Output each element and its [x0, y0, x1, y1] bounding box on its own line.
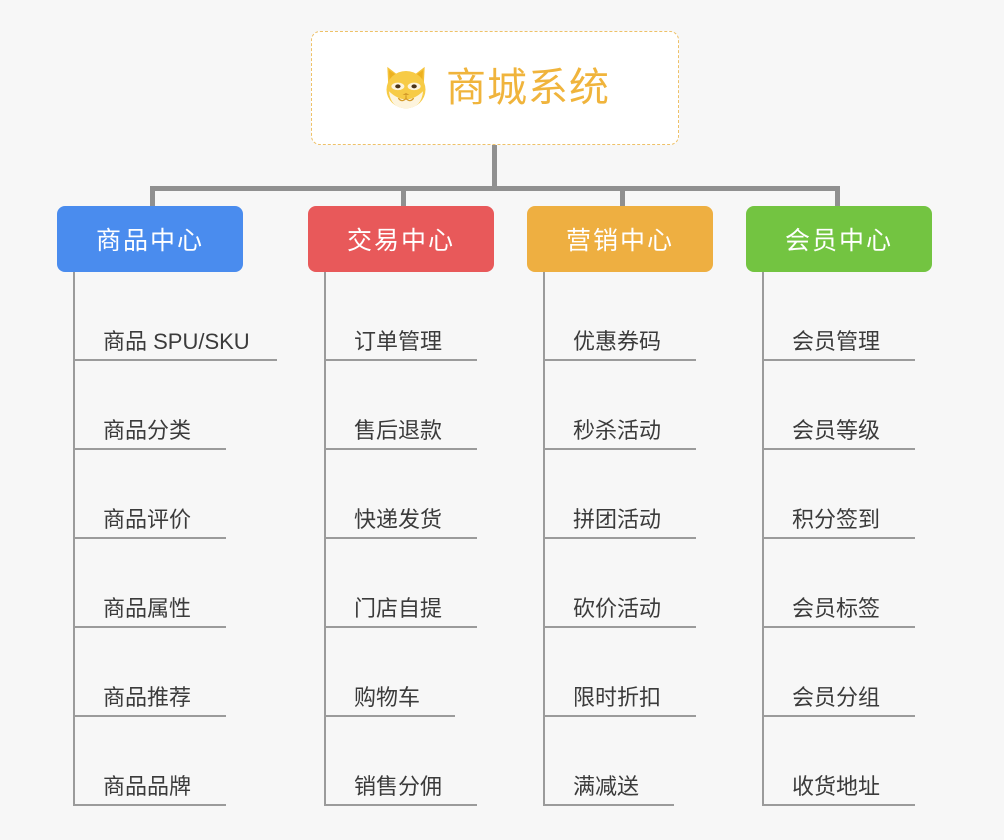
leaf-underline [543, 626, 696, 628]
leaf-label: 商品评价 [103, 507, 192, 532]
leaf-item[interactable]: 砍价活动 [527, 539, 747, 628]
leaf-label: 门店自提 [354, 596, 443, 621]
leaf-label: 限时折扣 [573, 685, 662, 710]
root-node[interactable]: 商城系统 [311, 31, 679, 145]
leaf-underline [762, 537, 915, 539]
leaf-label: 售后退款 [354, 418, 443, 443]
leaf-label: 订单管理 [354, 329, 443, 354]
leaf-list: 会员管理会员等级积分签到会员标签会员分组收货地址 [746, 272, 966, 806]
leaf-underline [762, 626, 915, 628]
leaf-item[interactable]: 限时折扣 [527, 628, 747, 717]
leaf-item[interactable]: 积分签到 [746, 450, 966, 539]
leaf-underline [73, 715, 226, 717]
leaf-list: 订单管理售后退款快递发货门店自提购物车销售分佣 [308, 272, 528, 806]
leaf-item[interactable]: 会员标签 [746, 539, 966, 628]
leaf-underline [324, 715, 455, 717]
leaf-item[interactable]: 商品分类 [57, 361, 277, 450]
leaf-label: 商品推荐 [103, 685, 192, 710]
leaf-list: 商品 SPU/SKU 商品分类商品评价商品属性商品推荐商品品牌 [57, 272, 277, 806]
leaf-label: 优惠券码 [573, 329, 662, 354]
category-spine [324, 272, 326, 806]
leaf-label: 会员管理 [792, 329, 881, 354]
category-header[interactable]: 交易中心 [308, 206, 494, 272]
leaf-underline [73, 626, 226, 628]
leaf-item[interactable]: 订单管理 [308, 272, 528, 361]
leaf-item[interactable]: 商品属性 [57, 539, 277, 628]
leaf-label: 会员标签 [792, 596, 881, 621]
leaf-underline [762, 448, 915, 450]
leaf-underline [324, 537, 477, 539]
leaf-item[interactable]: 商品 SPU/SKU [57, 272, 277, 361]
leaf-label: 积分签到 [792, 507, 881, 532]
leaf-underline [324, 804, 477, 806]
leaf-item[interactable]: 商品品牌 [57, 717, 277, 806]
category-column: 营销中心优惠券码秒杀活动拼团活动砍价活动限时折扣满减送 [527, 206, 747, 806]
leaf-underline [324, 359, 477, 361]
connector-drop-1 [401, 186, 406, 208]
leaf-underline [543, 359, 696, 361]
leaf-item[interactable]: 会员管理 [746, 272, 966, 361]
leaf-item[interactable]: 售后退款 [308, 361, 528, 450]
category-spine [543, 272, 545, 806]
leaf-item[interactable]: 拼团活动 [527, 450, 747, 539]
leaf-item[interactable]: 会员分组 [746, 628, 966, 717]
leaf-item[interactable]: 收货地址 [746, 717, 966, 806]
shiba-inu-dog-icon [386, 66, 426, 110]
category-header[interactable]: 商品中心 [57, 206, 243, 272]
leaf-label: 秒杀活动 [573, 418, 662, 443]
leaf-item[interactable]: 门店自提 [308, 539, 528, 628]
leaf-label: 商品 SPU/SKU [103, 329, 250, 354]
leaf-item[interactable]: 购物车 [308, 628, 528, 717]
category-column: 交易中心订单管理售后退款快递发货门店自提购物车销售分佣 [308, 206, 528, 806]
leaf-item[interactable]: 销售分佣 [308, 717, 528, 806]
leaf-underline [543, 448, 696, 450]
connector-drop-2 [620, 186, 625, 208]
category-header[interactable]: 营销中心 [527, 206, 713, 272]
leaf-underline [543, 804, 674, 806]
leaf-underline [73, 537, 226, 539]
leaf-label: 商品分类 [103, 418, 192, 443]
leaf-label: 满减送 [573, 774, 640, 799]
leaf-underline [762, 804, 915, 806]
leaf-item[interactable]: 优惠券码 [527, 272, 747, 361]
leaf-label: 商品属性 [103, 596, 192, 621]
leaf-item[interactable]: 商品推荐 [57, 628, 277, 717]
leaf-underline [324, 626, 477, 628]
leaf-underline [73, 359, 277, 361]
leaf-underline [324, 448, 477, 450]
leaf-item[interactable]: 会员等级 [746, 361, 966, 450]
connector-drop-3 [835, 186, 840, 208]
leaf-underline [73, 448, 226, 450]
leaf-item[interactable]: 商品评价 [57, 450, 277, 539]
leaf-item[interactable]: 秒杀活动 [527, 361, 747, 450]
leaf-underline [543, 537, 696, 539]
leaf-list: 优惠券码秒杀活动拼团活动砍价活动限时折扣满减送 [527, 272, 747, 806]
category-header[interactable]: 会员中心 [746, 206, 932, 272]
leaf-label: 购物车 [354, 685, 421, 710]
leaf-label: 收货地址 [792, 774, 881, 799]
leaf-label: 拼团活动 [573, 507, 662, 532]
leaf-label: 会员等级 [792, 418, 881, 443]
leaf-underline [73, 804, 226, 806]
root-title: 商城系统 [446, 66, 610, 110]
category-spine [762, 272, 764, 806]
leaf-label: 会员分组 [792, 685, 881, 710]
leaf-item[interactable]: 快递发货 [308, 450, 528, 539]
category-column: 商品中心商品 SPU/SKU 商品分类商品评价商品属性商品推荐商品品牌 [57, 206, 277, 806]
category-column: 会员中心会员管理会员等级积分签到会员标签会员分组收货地址 [746, 206, 966, 806]
leaf-underline [762, 359, 915, 361]
connector-root-stem [492, 145, 497, 190]
connector-drop-0 [150, 186, 155, 208]
connector-horizontal-bar [150, 186, 840, 191]
category-spine [73, 272, 75, 806]
leaf-underline [762, 715, 915, 717]
leaf-label: 快递发货 [354, 507, 443, 532]
leaf-label: 砍价活动 [573, 596, 662, 621]
leaf-label: 销售分佣 [354, 774, 443, 799]
leaf-item[interactable]: 满减送 [527, 717, 747, 806]
leaf-underline [543, 715, 696, 717]
leaf-label: 商品品牌 [103, 774, 192, 799]
